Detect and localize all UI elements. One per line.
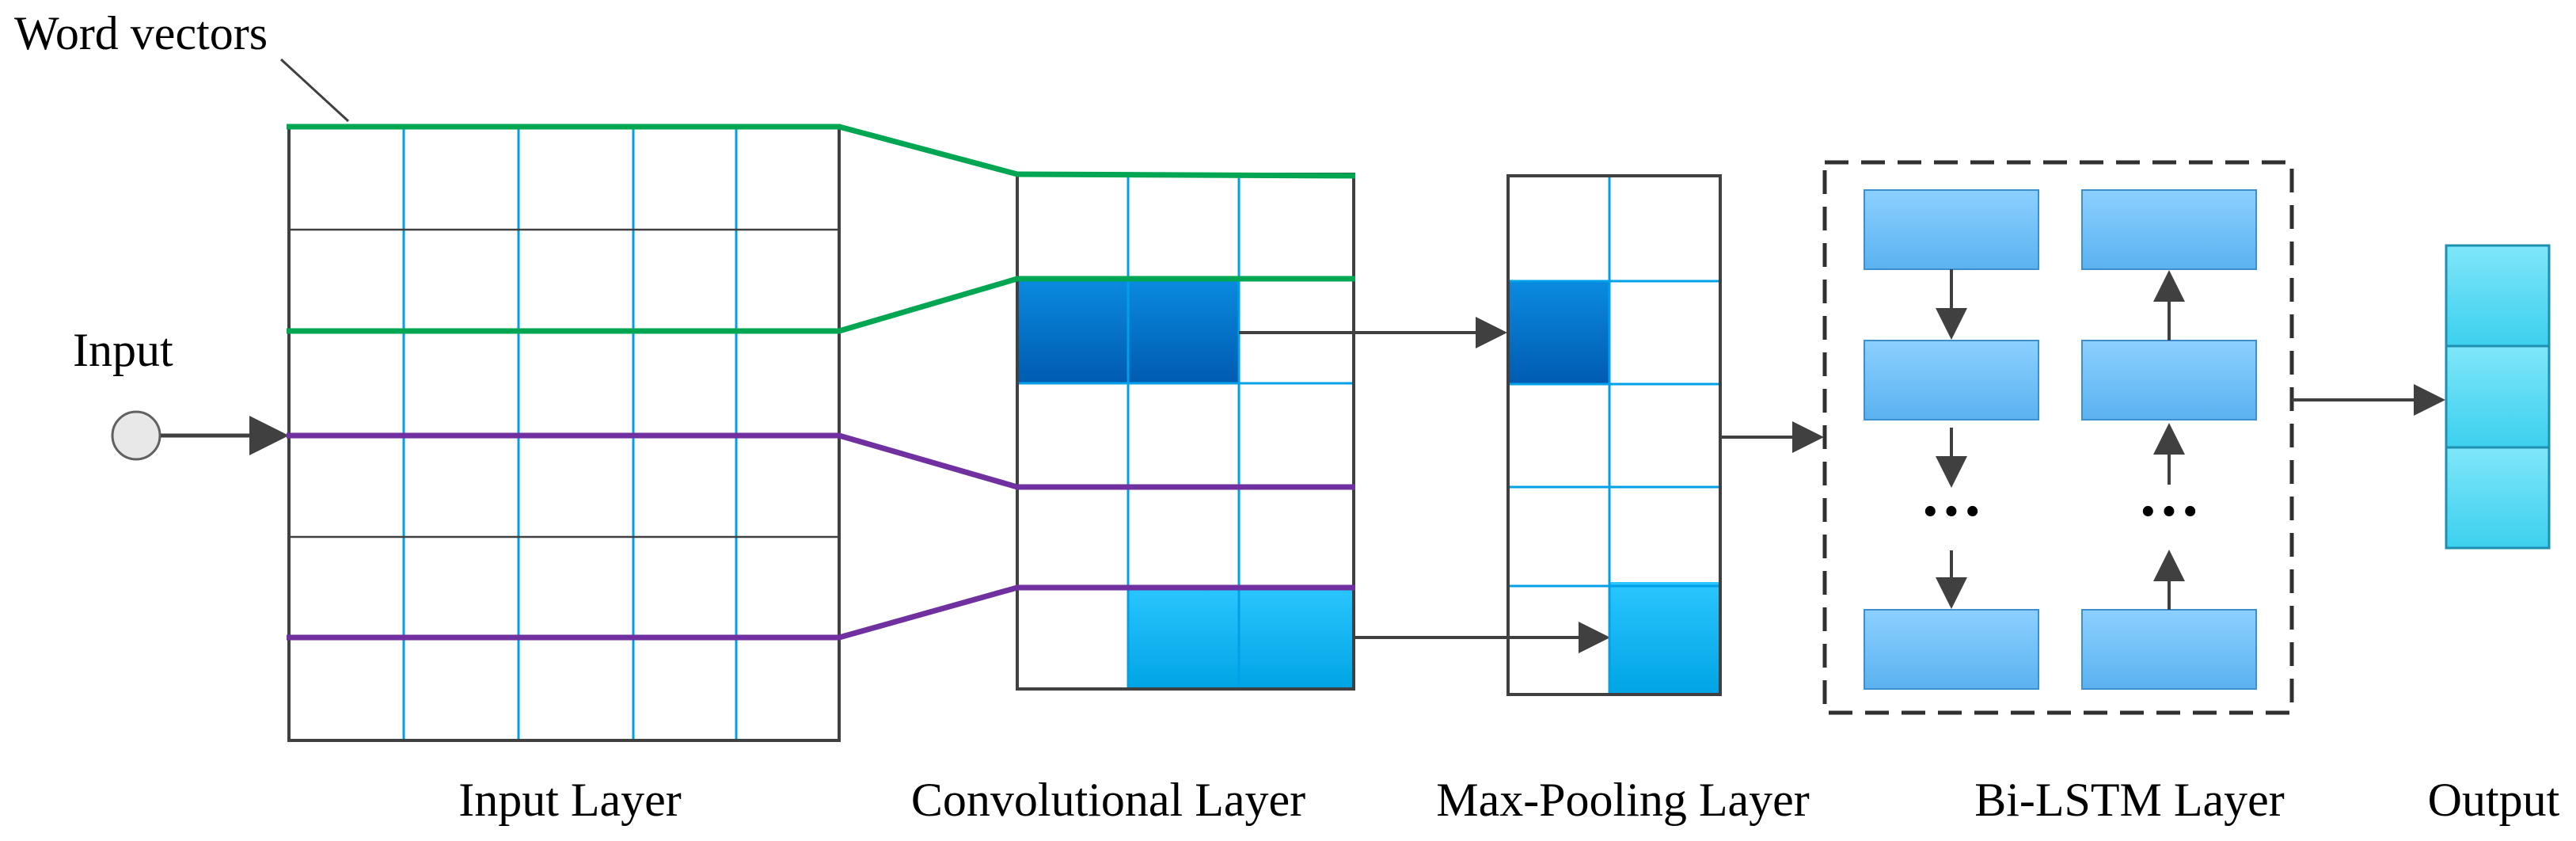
lstm-backward-cell-3 bbox=[2081, 609, 2257, 690]
lstm-dashed-frame bbox=[1822, 160, 2294, 715]
conv-layer-grid bbox=[1016, 173, 1355, 691]
output-label: Output bbox=[2428, 774, 2560, 826]
lstm-forward-ellipsis: ··· bbox=[1920, 477, 1983, 546]
input-node-icon bbox=[111, 410, 161, 461]
conv-layer-label: Convolutional Layer bbox=[911, 774, 1305, 826]
lstm-layer-label: Bi-LSTM Layer bbox=[1974, 774, 2285, 826]
connector-purple-2 bbox=[838, 584, 1018, 641]
output-cell-2 bbox=[2445, 344, 2551, 449]
conv-row-green-top bbox=[1015, 171, 1356, 179]
lstm-backward-cell-2 bbox=[2081, 340, 2257, 420]
output-vector bbox=[2445, 244, 2551, 550]
pool-layer-grid bbox=[1506, 174, 1722, 696]
word-vectors-leader bbox=[279, 58, 350, 123]
lstm-forward-cell-2 bbox=[1864, 340, 2039, 420]
output-cell-3 bbox=[2445, 446, 2551, 550]
lstm-backward-ellipsis: ··· bbox=[2137, 477, 2201, 546]
conv-light-feature-cell bbox=[1128, 588, 1354, 689]
output-cell-1 bbox=[2445, 244, 2551, 348]
pool-dark-cell bbox=[1508, 281, 1609, 384]
input-label: Input bbox=[73, 324, 173, 376]
lstm-forward-cell-3 bbox=[1864, 609, 2039, 690]
word-vectors-label: Word vectors bbox=[14, 7, 268, 59]
lstm-backward-cell-1 bbox=[2081, 189, 2257, 270]
connector-green-2 bbox=[838, 276, 1018, 334]
input-layer-label: Input Layer bbox=[458, 774, 682, 826]
connector-purple-1 bbox=[838, 432, 1018, 490]
lstm-forward-cell-1 bbox=[1864, 189, 2039, 270]
pool-light-cell bbox=[1609, 582, 1720, 694]
pool-layer-label: Max-Pooling Layer bbox=[1436, 774, 1810, 826]
connector-green-1 bbox=[838, 124, 1018, 177]
